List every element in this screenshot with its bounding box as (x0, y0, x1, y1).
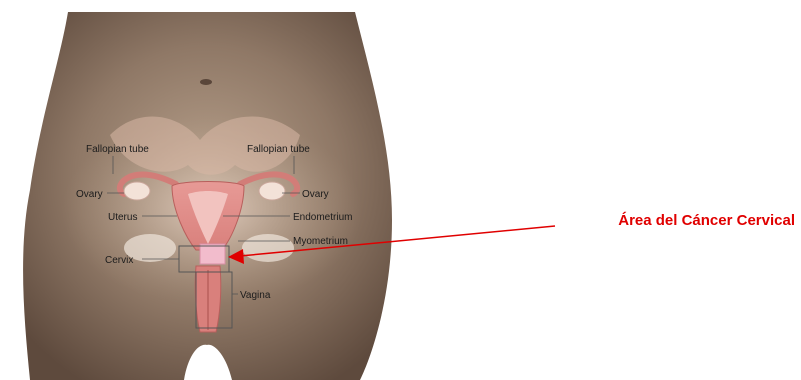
label-fallopian-tube-left: Fallopian tube (86, 144, 149, 155)
label-endometrium: Endometrium (293, 212, 352, 223)
navel (200, 79, 212, 85)
label-fallopian-tube-right: Fallopian tube (247, 144, 310, 155)
callout-cervical-cancer-area: Área del Cáncer Cervical (618, 212, 795, 229)
ovary-left-shape (124, 182, 150, 200)
label-vagina: Vagina (240, 290, 271, 301)
hip-socket-right (242, 234, 294, 262)
ovary-right-shape (259, 182, 285, 200)
label-cervix: Cervix (105, 255, 133, 266)
label-ovary-right: Ovary (302, 189, 329, 200)
label-myometrium: Myometrium (293, 236, 348, 247)
cervix-highlight (200, 244, 225, 264)
label-uterus: Uterus (108, 212, 137, 223)
label-ovary-left: Ovary (76, 189, 103, 200)
